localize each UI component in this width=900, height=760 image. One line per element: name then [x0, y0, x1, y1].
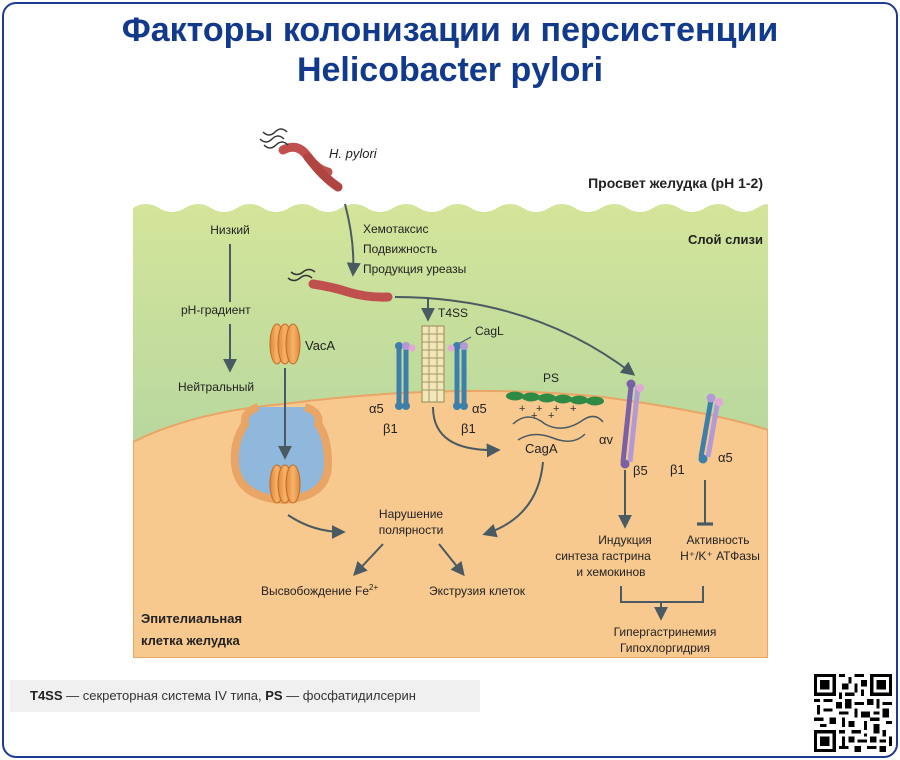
- alpha5-right: α5: [472, 401, 487, 416]
- caga-polarity-arrow: [482, 461, 544, 538]
- svg-text:+: +: [553, 403, 559, 415]
- pathogenesis-diagram: H. pylori Просвет желудка (pH 1-2) Слой …: [133, 112, 768, 658]
- epithelial-label-1: Эпителиальная: [141, 611, 242, 626]
- vaca-toxin-top: [269, 323, 301, 365]
- beta5-label: β5: [633, 463, 648, 478]
- extrusion-label: Экструзия клеток: [429, 584, 526, 598]
- bacterium-label: H. pylori: [329, 146, 378, 161]
- title-line-1: Факторы колонизации и персистенции: [121, 11, 779, 49]
- iron-arrow: [353, 543, 384, 577]
- extrusion-arrow: [438, 543, 465, 577]
- t4ss-secretion-system: [421, 325, 445, 403]
- outcome-2: Гипохлоргидрия: [620, 641, 710, 655]
- svg-text:+: +: [570, 403, 576, 415]
- cagl-label: CagL: [475, 324, 504, 338]
- activity-1: Активность: [686, 533, 749, 547]
- footnote-t4ss: T4SS: [30, 688, 63, 703]
- chemotaxis-arrow: [344, 203, 361, 277]
- svg-text:+: +: [536, 403, 542, 415]
- iron-release: Высвобождение Fe2+: [261, 583, 378, 598]
- svg-text:+: +: [519, 403, 525, 415]
- integrin-left-pair: [395, 342, 416, 410]
- beta1-far-right: β1: [670, 462, 685, 477]
- phosphatidylserine: + + + + + +: [506, 391, 604, 422]
- integrin-arrow: [394, 296, 636, 376]
- page-title: Факторы колонизации и персистенции Helic…: [0, 10, 900, 90]
- ps-label: PS: [543, 371, 559, 385]
- ph-neutral-label: Нейтральный: [178, 380, 254, 394]
- svg-text:+: +: [531, 410, 537, 422]
- alpha5-far-right: α5: [718, 450, 733, 465]
- integrin-alphav-beta5: [620, 379, 644, 469]
- title-line-2: Helicobacter pylori: [296, 51, 604, 89]
- vaca-toxin-vesicle: [269, 464, 301, 504]
- caga-protein-2: [517, 433, 586, 442]
- epithelial-label-2: клетка желудка: [141, 633, 241, 648]
- caga-label: CagA: [525, 441, 558, 456]
- vaca-label: VacA: [305, 338, 335, 353]
- footnote-ps: PS: [265, 688, 283, 703]
- caga-injection-arrow: [432, 406, 501, 458]
- activity-2: H⁺/K⁺ АТФазы: [680, 549, 760, 563]
- t4ss-label: T4SS: [438, 306, 468, 320]
- beta1-left: β1: [383, 421, 398, 436]
- integrin-alpha5-beta1-right: [698, 393, 723, 464]
- outcome-1: Гипергастринемия: [614, 625, 717, 639]
- vaca-polarity-arrow: [287, 514, 346, 539]
- svg-text:+: +: [548, 410, 554, 422]
- footnote-t4ss-def: — секреторная система IV типа,: [62, 688, 266, 703]
- caga-protein-1: [512, 415, 604, 429]
- mucus-label: Слой слизи: [688, 232, 763, 247]
- polarity-1: Нарушение: [379, 507, 444, 521]
- lumen-label: Просвет желудка (pH 1-2): [588, 175, 763, 191]
- induction-1: Индукция: [598, 533, 652, 547]
- ph-low-label: Низкий: [210, 223, 250, 237]
- h-pylori-top: [259, 128, 343, 192]
- motility-1: Хемотаксис: [363, 222, 428, 236]
- footnote-ps-def: — фосфатидилсерин: [282, 688, 416, 703]
- alphav-label: αv: [599, 432, 614, 447]
- induction-2: синтеза гастрина: [555, 549, 651, 563]
- polarity-2: полярности: [379, 523, 444, 537]
- alpha5-left: α5: [369, 401, 384, 416]
- ph-gradient-label: pH-градиент: [181, 303, 251, 317]
- footnote: T4SS — секреторная система IV типа, PS —…: [10, 680, 480, 712]
- induction-3: и хемокинов: [576, 565, 645, 579]
- lumen-area: [133, 112, 768, 207]
- qr-code-icon[interactable]: [814, 674, 892, 752]
- h-pylori-bottom: [287, 268, 393, 302]
- beta1-right: β1: [461, 421, 476, 436]
- motility-3: Продукция уреазы: [363, 262, 466, 276]
- integrin-right-pair: [447, 342, 468, 410]
- motility-2: Подвижность: [363, 242, 437, 256]
